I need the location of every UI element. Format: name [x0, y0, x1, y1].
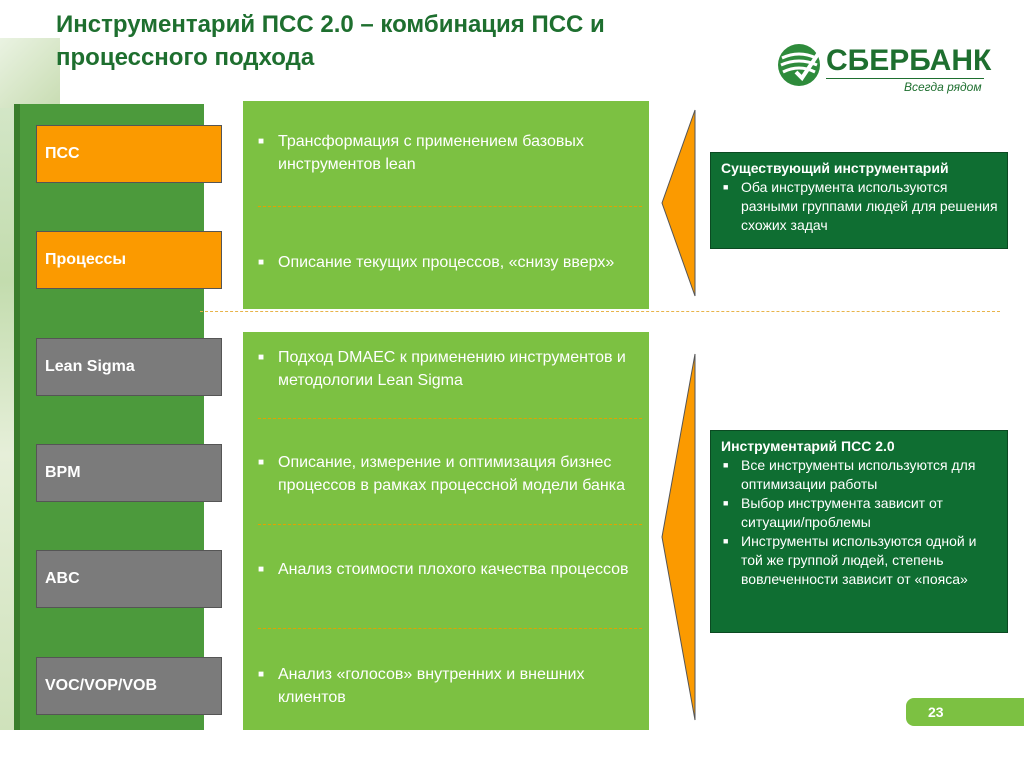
logo-slogan: Всегда рядом	[904, 80, 982, 94]
tile-pss: ПСС	[36, 125, 222, 183]
bullet-square-icon: ■	[723, 536, 729, 546]
bracket-top	[661, 109, 696, 297]
green-column	[14, 104, 204, 730]
bullet-square-icon: ■	[258, 136, 265, 147]
box-item-text: Все инструменты используются для оптимиз…	[741, 457, 976, 492]
box-item-text: Инструменты используются одной и той же …	[741, 533, 977, 587]
bullet-square-icon: ■	[723, 182, 729, 192]
bullet-square-icon: ■	[723, 498, 729, 508]
bracket-bottom	[661, 353, 696, 721]
bullet-text: Подход DMAEC к применению инструментов и…	[278, 349, 626, 389]
separator	[258, 206, 642, 207]
bullet-square-icon: ■	[258, 669, 265, 680]
bullet-square-icon: ■	[258, 457, 265, 468]
box-item-text: Выбор инструмента зависит от ситуации/пр…	[741, 495, 943, 530]
bullet-square-icon: ■	[723, 460, 729, 470]
box-list-item: ■ Инструменты используются одной и той ж…	[721, 532, 999, 589]
separator	[258, 524, 642, 525]
box-heading: Инструментарий ПСС 2.0	[721, 438, 895, 454]
bullet-item: ■ Трансформация с применением базовых ин…	[258, 130, 638, 176]
tile-voc-vop-vob: VOC/VOP/VOB	[36, 657, 222, 715]
section-divider	[200, 311, 1000, 312]
bullet-item: ■ Описание текущих процессов, «снизу вве…	[258, 251, 638, 274]
bullet-text: Трансформация с применением базовых инст…	[278, 133, 584, 173]
tile-processes: Процессы	[36, 231, 222, 289]
existing-toolkit-box: Существующий инструментарий ■ Оба инстру…	[710, 152, 1008, 249]
bullet-text: Анализ стоимости плохого качества процес…	[278, 561, 629, 578]
separator	[258, 628, 642, 629]
bullet-item: ■ Описание, измерение и оптимизация бизн…	[258, 451, 638, 497]
separator	[258, 418, 642, 419]
bullet-square-icon: ■	[258, 352, 265, 363]
sberbank-logo: СБЕРБАНК Всегда рядом	[776, 40, 991, 100]
logo-divider	[826, 78, 984, 79]
page-number: 23	[906, 698, 1024, 726]
box-list-item: ■ Выбор инструмента зависит от ситуации/…	[721, 494, 999, 532]
tile-bpm: BPM	[36, 444, 222, 502]
bullet-item: ■ Подход DMAEC к применению инструментов…	[258, 346, 638, 392]
bullet-item: ■ Анализ «голосов» внутренних и внешних …	[258, 663, 638, 709]
bullet-text: Описание, измерение и оптимизация бизнес…	[278, 454, 626, 494]
bullet-text: Описание текущих процессов, «снизу вверх…	[278, 254, 615, 271]
box-list-item: ■ Все инструменты используются для оптим…	[721, 456, 999, 494]
panel-bottom	[243, 332, 649, 730]
pss2-toolkit-box: Инструментарий ПСС 2.0 ■ Все инструменты…	[710, 430, 1008, 633]
logo-name: СБЕРБАНК	[826, 44, 992, 77]
decorative-leaf-top	[0, 38, 60, 108]
box-heading: Существующий инструментарий	[721, 160, 949, 176]
bullet-square-icon: ■	[258, 564, 265, 575]
box-list-item: ■ Оба инструмента используются разными г…	[721, 178, 999, 235]
bullet-text: Анализ «голосов» внутренних и внешних кл…	[278, 666, 585, 706]
slide-title: Инструментарий ПСС 2.0 – комбинация ПСС …	[56, 11, 605, 71]
sberbank-logo-icon	[778, 44, 820, 86]
bullet-item: ■ Анализ стоимости плохого качества проц…	[258, 558, 638, 581]
box-item-text: Оба инструмента используются разными гру…	[741, 179, 998, 233]
panel-top	[243, 101, 649, 309]
tile-lean-sigma: Lean Sigma	[36, 338, 222, 396]
tile-abc: ABC	[36, 550, 222, 608]
bullet-square-icon: ■	[258, 257, 265, 268]
